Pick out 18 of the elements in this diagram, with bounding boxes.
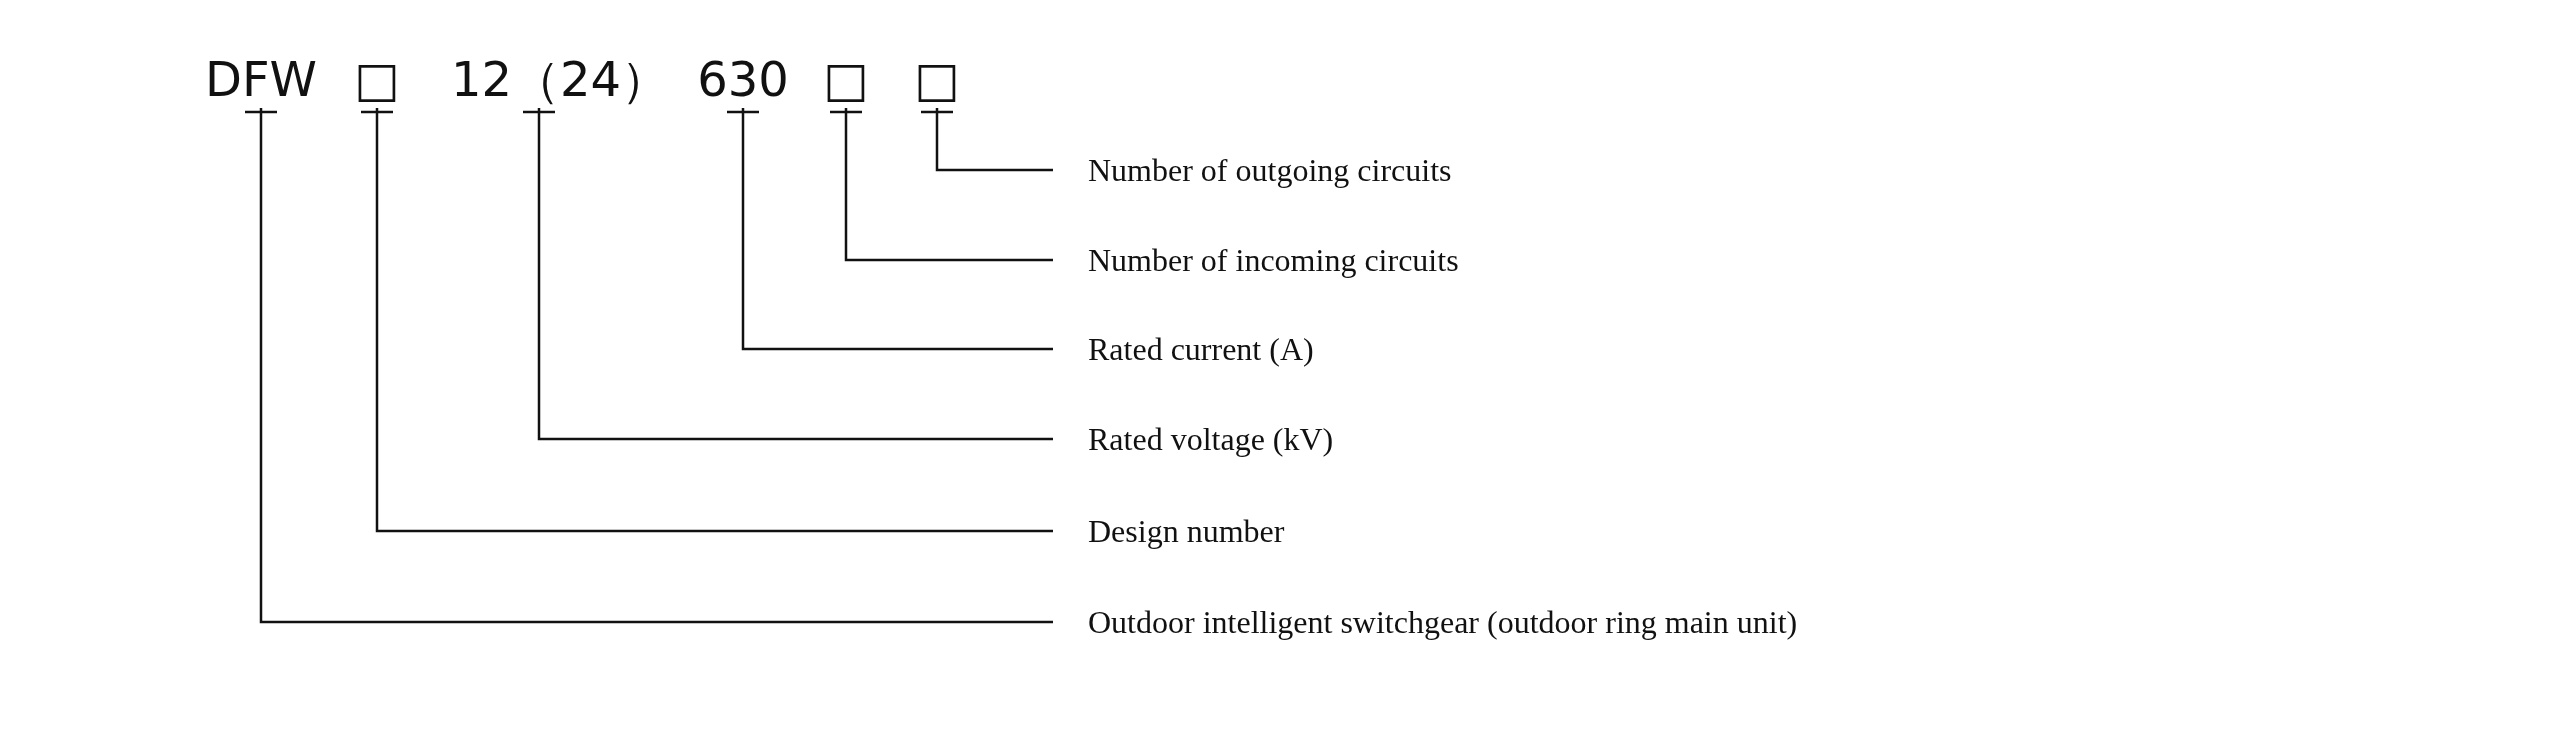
leader-line <box>725 106 1055 351</box>
code-description: Rated voltage (kV) <box>1053 419 1334 459</box>
model-code-part: □ <box>914 50 960 108</box>
leader-line <box>521 106 1055 441</box>
leader-line <box>828 106 1055 262</box>
model-code-part: □ <box>823 50 869 108</box>
model-code-part: 12（24） <box>450 50 670 108</box>
model-code-part: DFW <box>205 50 317 108</box>
leader-line <box>243 106 1055 624</box>
model-code-part: 630 <box>697 50 789 108</box>
leader-line <box>919 106 1055 172</box>
code-description: Design number <box>1053 511 1285 551</box>
model-code-part: □ <box>354 50 400 108</box>
code-description: Number of incoming circuits <box>1053 240 1459 280</box>
code-description: Number of outgoing circuits <box>1053 150 1452 190</box>
code-description: Rated current (A) <box>1053 329 1314 369</box>
code-description: Outdoor intelligent switchgear (outdoor ring main unit) <box>1053 602 1798 642</box>
leader-line <box>359 106 1055 533</box>
